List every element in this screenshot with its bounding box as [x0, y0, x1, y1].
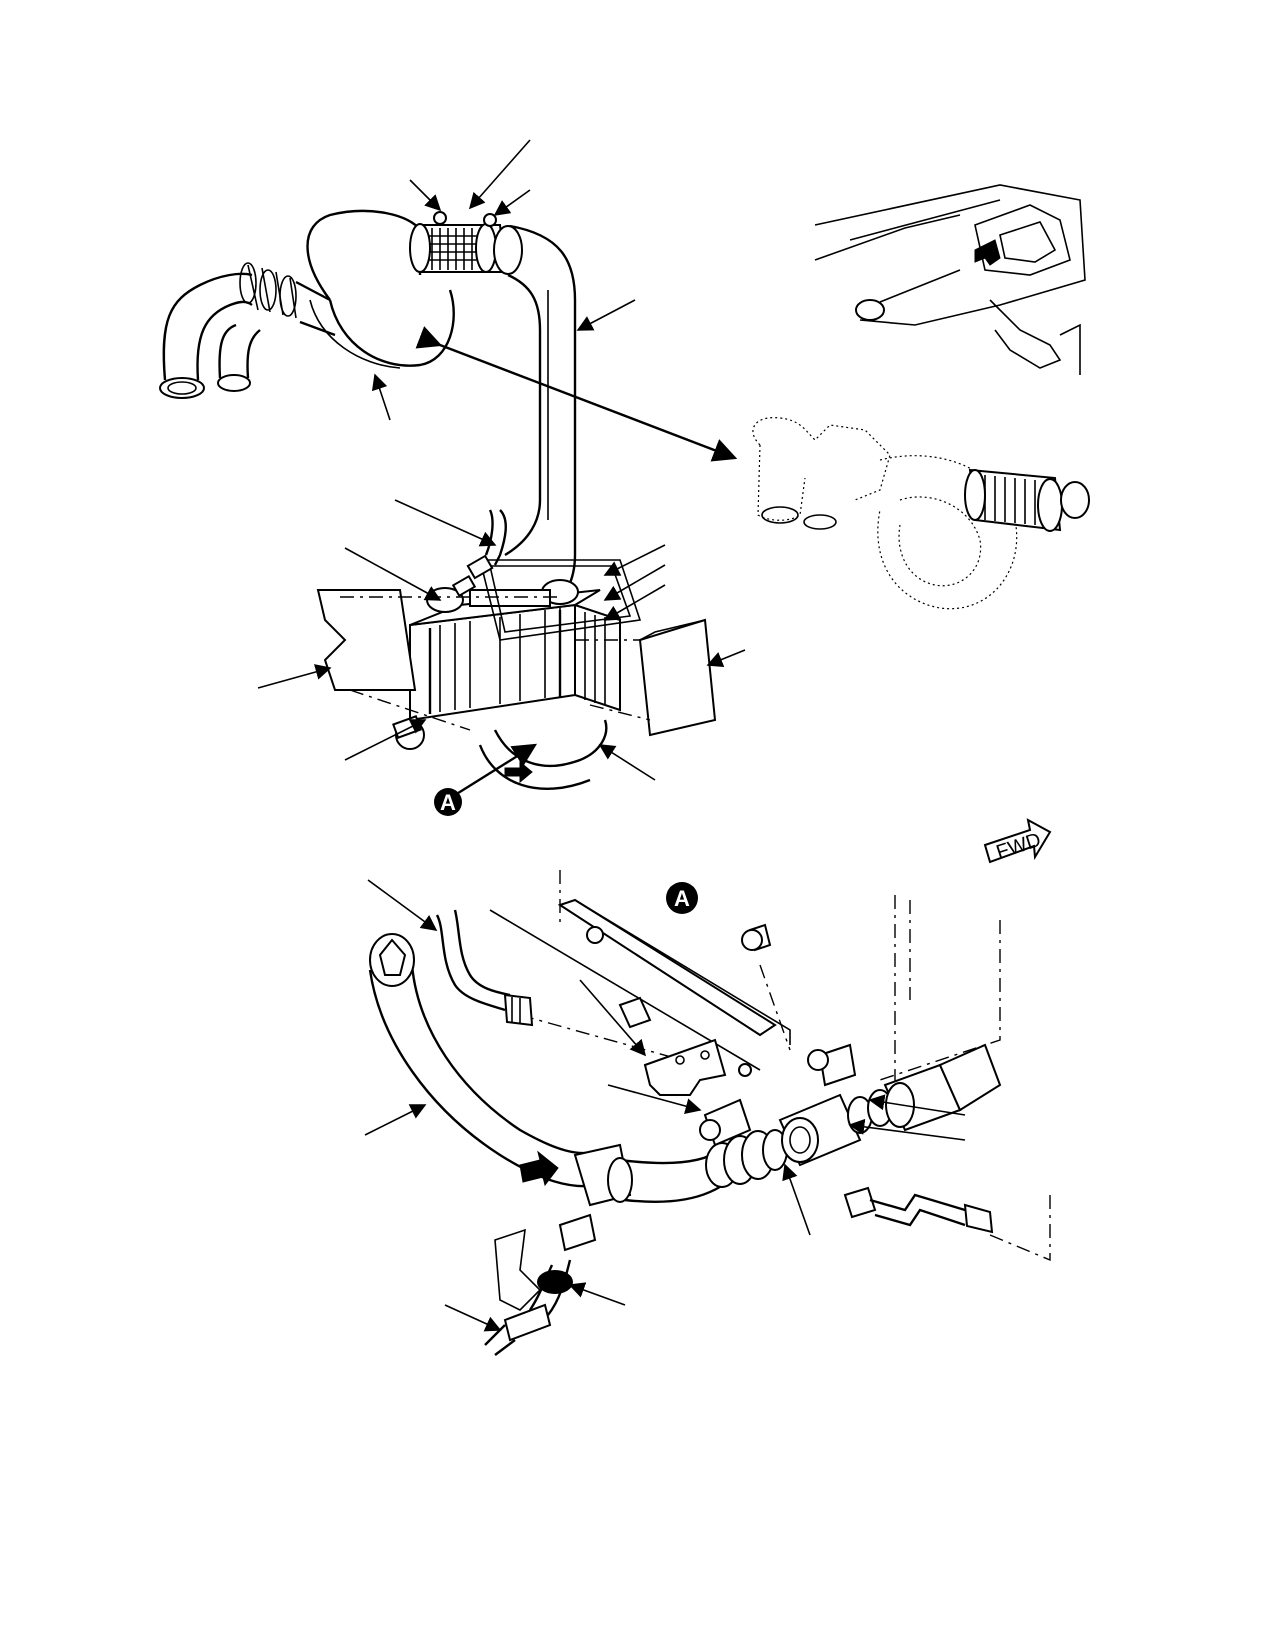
inlet-elbow-duct [159, 262, 336, 399]
detail-valve-stack [484, 1213, 597, 1356]
upper-assembly: A [159, 139, 746, 816]
detail-view-a: A [364, 870, 1051, 1356]
left-end-shroud [316, 589, 560, 731]
detail-right-tube [843, 1186, 994, 1234]
detail-a-label: A [674, 886, 690, 911]
mounting-bracket [618, 923, 772, 1096]
aircraft-location-inset [814, 184, 1086, 375]
detail-callout-a-main: A [434, 788, 462, 816]
fwd-label: FWD [994, 829, 1044, 864]
detail-callout-a-detail: A [666, 882, 698, 914]
ghosted-clamp [964, 468, 1090, 532]
detail-main-hose [368, 933, 731, 1207]
detail-tube [435, 909, 534, 1027]
forward-direction-indicator: FWD [983, 818, 1052, 864]
leader-lines-upper [257, 139, 746, 797]
outlet-duct-vertical [504, 224, 577, 616]
sleeve-hatching [428, 228, 480, 270]
ghosted-duct-detail [752, 417, 1090, 610]
leader-lines-detail [364, 879, 966, 1332]
callout-a-label: A [440, 790, 456, 815]
detail-coupling-assembly [699, 1043, 1002, 1188]
lower-outlet-elbow [392, 715, 608, 791]
right-end-shroud [575, 618, 717, 737]
duct-clamp-sleeve [409, 211, 523, 275]
drain-tube-fittings [451, 509, 507, 598]
reference-double-arrow [415, 326, 738, 462]
